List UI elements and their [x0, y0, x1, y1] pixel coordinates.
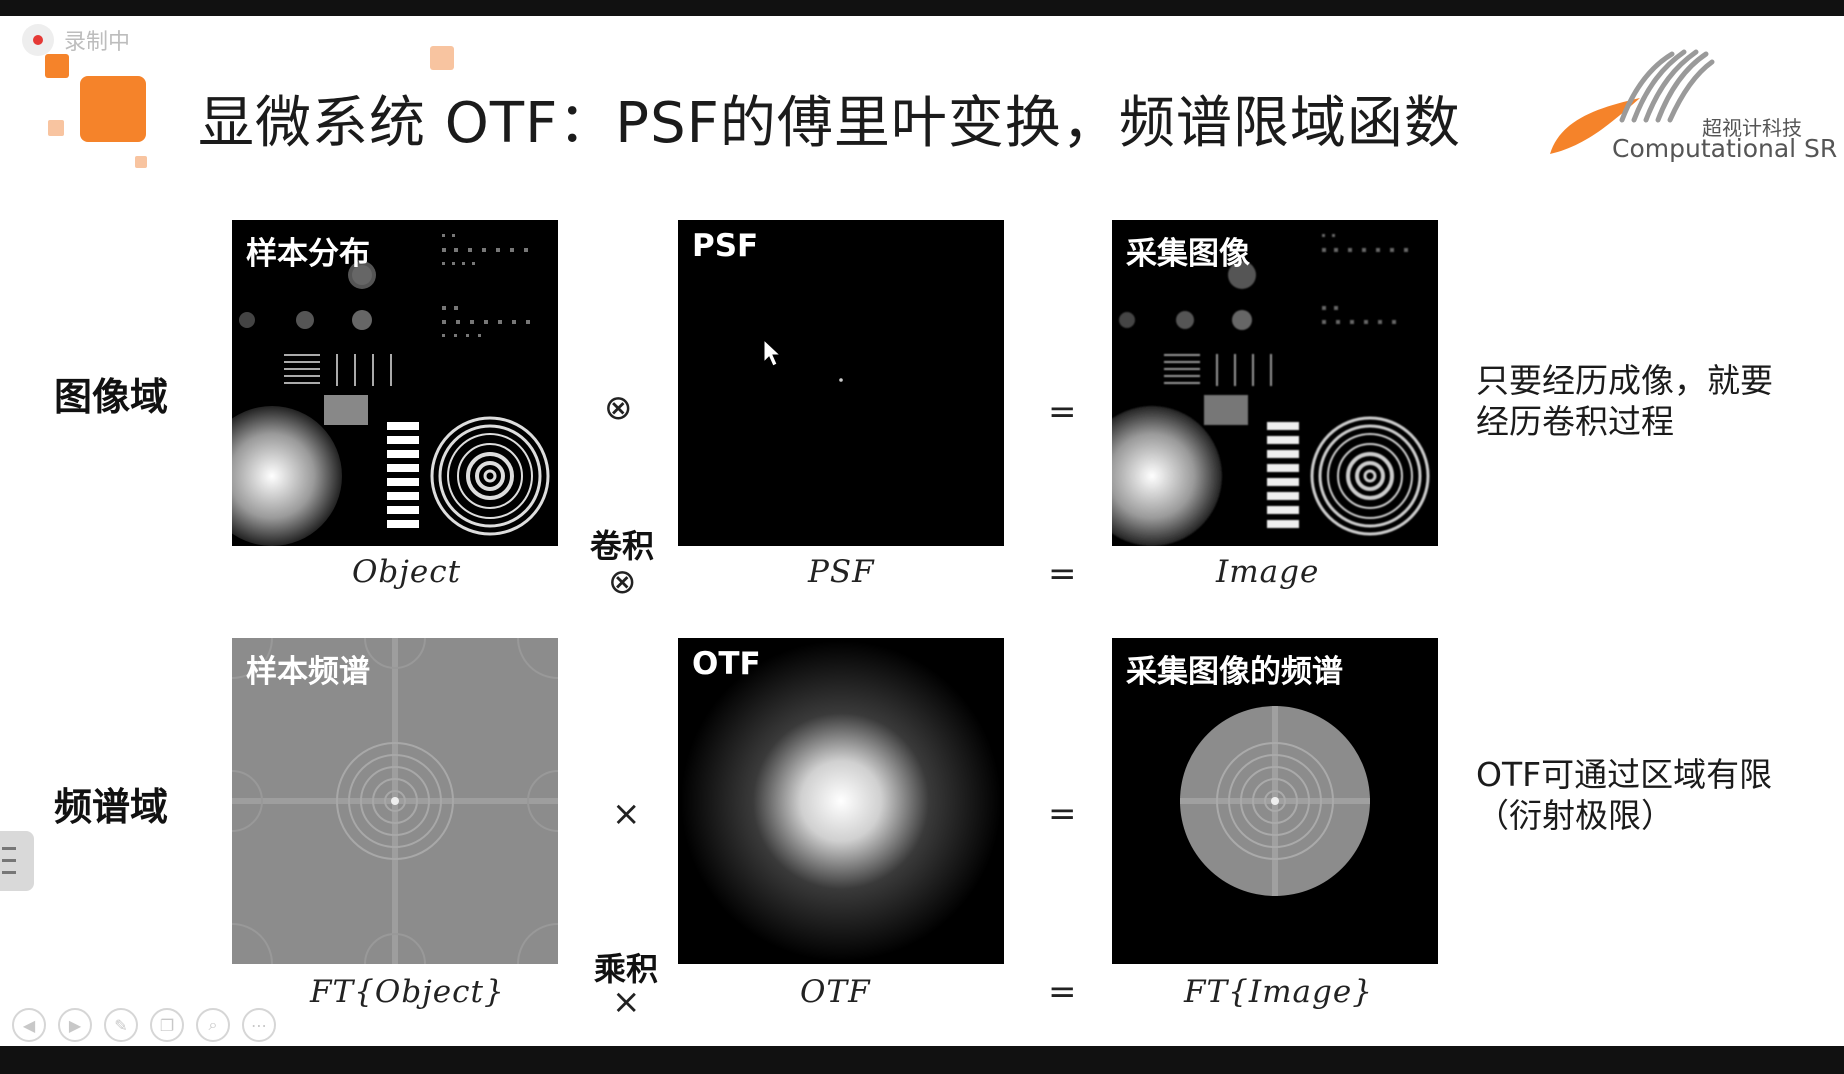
panel-object: 样本分布: [232, 220, 558, 546]
next-icon[interactable]: ▶: [58, 1008, 92, 1042]
side-menu-button[interactable]: [0, 831, 34, 891]
row-label-spectrum-domain: 频谱域: [54, 785, 169, 829]
caption-object: Object: [352, 554, 462, 590]
deco-square-light: [48, 120, 64, 136]
panel-image-spectrum: 采集图像的频谱: [1112, 638, 1438, 964]
panel-label-object: 样本分布: [246, 236, 370, 272]
equals-operator-caption: =: [1048, 554, 1077, 594]
caption-otf: OTF: [800, 974, 871, 1010]
menu-icon: [2, 847, 16, 850]
logo-cn: 超视计科技: [1702, 116, 1802, 140]
zoom-icon[interactable]: ⌕: [196, 1008, 230, 1042]
note-otf: OTF可通过区域有限 （衍射极限）: [1476, 754, 1772, 836]
menu-icon-bar: [2, 871, 16, 874]
record-icon: [22, 24, 54, 56]
note-otf-line1: OTF可通过区域有限: [1476, 755, 1773, 794]
object-image: [232, 234, 550, 546]
panel-label-otf: OTF: [692, 646, 761, 682]
object-spectrum-image: [232, 638, 558, 964]
psf-image: [763, 338, 843, 382]
caption-psf: PSF: [808, 554, 875, 590]
pen-icon[interactable]: ✎: [104, 1008, 138, 1042]
deco-square-large: [80, 76, 146, 142]
deco-square-small: [45, 54, 69, 78]
note-imaging-line2: 经历卷积过程: [1476, 402, 1674, 441]
multiply-operator: ×: [612, 794, 641, 834]
caption-image: Image: [1216, 554, 1320, 590]
deco-square-light: [430, 46, 454, 70]
panel-label-object-spectrum: 样本频谱: [246, 654, 370, 690]
note-otf-line2: （衍射极限）: [1476, 796, 1674, 835]
panel-psf: PSF: [678, 220, 1004, 546]
panel-label-image-spectrum: 采集图像的频谱: [1126, 654, 1343, 690]
panel-label-psf: PSF: [692, 228, 759, 264]
copy-icon[interactable]: ❐: [150, 1008, 184, 1042]
convolve-operator-caption: ⊗: [608, 562, 637, 602]
deco-square-light: [135, 156, 147, 168]
recording-indicator[interactable]: 录制中: [22, 24, 130, 56]
panel-label-image: 采集图像: [1126, 236, 1250, 272]
caption-ft-image: FT{Image}: [1184, 974, 1373, 1010]
acquired-image: [1112, 234, 1430, 546]
row-label-image-domain: 图像域: [54, 375, 169, 419]
panel-object-spectrum: 样本频谱: [232, 638, 558, 964]
convolve-operator: ⊗: [604, 388, 633, 428]
note-imaging: 只要经历成像，就要 经历卷积过程: [1476, 360, 1773, 442]
more-icon[interactable]: ⋯: [242, 1008, 276, 1042]
equals-operator-caption: =: [1048, 972, 1077, 1012]
multiply-operator-caption: ×: [612, 982, 641, 1022]
equals-operator: =: [1048, 794, 1077, 834]
panel-image: 采集图像: [1112, 220, 1438, 546]
caption-ft-object: FT{Object}: [310, 974, 505, 1010]
note-imaging-line1: 只要经历成像，就要: [1476, 361, 1773, 400]
equals-operator: =: [1048, 392, 1077, 432]
image-spectrum-image: [1180, 706, 1370, 896]
otf-image: [681, 641, 1001, 961]
logo-en: Computational SR: [1612, 134, 1838, 163]
recording-label: 录制中: [64, 30, 131, 55]
convolve-label: 卷积: [590, 527, 655, 565]
brush-stroke-logo: [1550, 49, 1715, 154]
prev-icon[interactable]: ◀: [12, 1008, 46, 1042]
cursor-icon: [763, 338, 782, 367]
page-title: 显微系统 OTF：PSF的傅里叶变换，频谱限域函数: [198, 91, 1461, 156]
panel-otf: OTF: [678, 638, 1004, 964]
multiply-label: 乘积: [594, 950, 659, 988]
slide: 录制中 显微系统 OTF：PSF的傅里叶变换，频谱限域函数 超视计科技 Comp…: [0, 16, 1844, 1046]
menu-icon-bar: [2, 859, 16, 862]
